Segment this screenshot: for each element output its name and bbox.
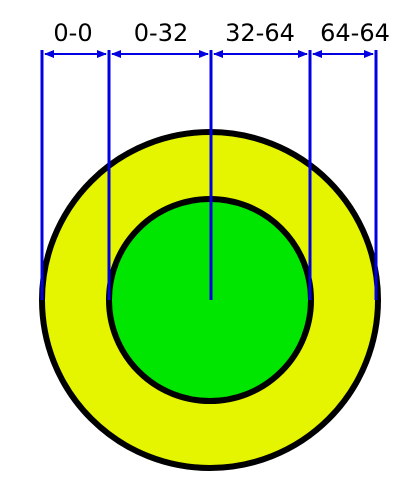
- range-label-32-64: 32-64: [225, 19, 295, 47]
- range-label-0-32: 0-32: [134, 19, 188, 47]
- range-label-0-0: 0-0: [53, 19, 92, 47]
- dimension-lines: [40, 50, 378, 300]
- range-label-64-64: 64-64: [320, 19, 390, 47]
